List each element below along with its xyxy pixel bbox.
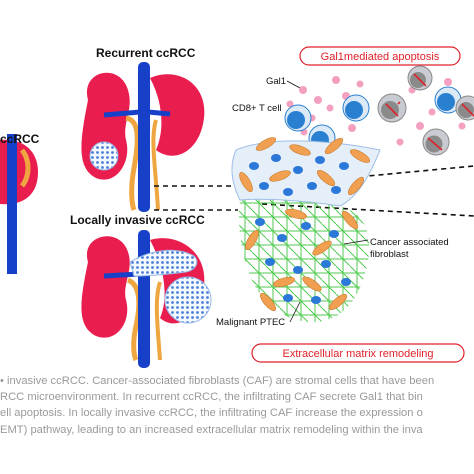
kidney-recurrent <box>81 62 205 212</box>
pointer-caf <box>343 239 369 245</box>
label-caf-line2: fibroblast <box>370 249 409 260</box>
label-locally-invasive-ccrcc: Locally invasive ccRCC <box>70 213 205 227</box>
caption-line: EMT) pathway, leading to an increased ex… <box>0 423 423 436</box>
tumor-invasive <box>164 276 212 324</box>
apoptotic-t-cell <box>377 93 407 123</box>
tumor-recurrent <box>89 141 119 171</box>
apoptosis-header-box: Gal1mediated apoptosis <box>299 46 461 66</box>
apoptotic-t-cell <box>422 128 450 156</box>
apoptotic-t-cell <box>455 95 474 121</box>
apoptotic-t-cell <box>407 65 433 91</box>
figure-caption: • invasive ccRCC. Cancer-associated fibr… <box>0 373 474 474</box>
label-gal1: Gal1 <box>266 76 286 87</box>
gal1-molecules <box>286 76 466 146</box>
tumor-invasive-extension <box>129 249 198 277</box>
ecm-label: Extracellular matrix remodeling <box>283 348 434 360</box>
apoptotic-cells <box>377 65 474 156</box>
tumor-microenvironment <box>231 140 381 323</box>
label-malignant-ptec: Malignant PTEC <box>216 317 285 328</box>
apoptosis-label: Gal1mediated apoptosis <box>321 51 440 63</box>
caption-line: • invasive ccRCC. Cancer-associated fibr… <box>0 375 435 387</box>
label-caf-line1: Cancer associated <box>370 237 449 248</box>
kidney-partial-left <box>0 134 38 274</box>
t-cell <box>434 86 462 114</box>
caption-line: ell apoptosis. In locally invasive ccRCC… <box>0 407 423 420</box>
t-cell <box>342 94 370 122</box>
zoom-guide-lines <box>154 165 474 217</box>
t-cell <box>284 104 312 132</box>
kidney-locally-invasive <box>81 230 212 368</box>
malignant-ptec-cells <box>249 154 351 304</box>
cancer-associated-fibroblasts <box>239 137 371 312</box>
pointer-ptec <box>289 301 301 323</box>
extracellular-matrix <box>238 198 370 323</box>
pointer-gal1 <box>286 80 301 89</box>
ecm-header-box: Extracellular matrix remodeling <box>251 343 465 363</box>
caption-line: RCC microenvironment. In recurrent ccRCC… <box>0 391 423 404</box>
label-cd8-t-cell: CD8+ T cell <box>232 103 282 114</box>
label-recurrent-ccrcc: Recurrent ccRCC <box>96 46 196 60</box>
label-ccrcc-left: ccRCC <box>0 132 40 146</box>
